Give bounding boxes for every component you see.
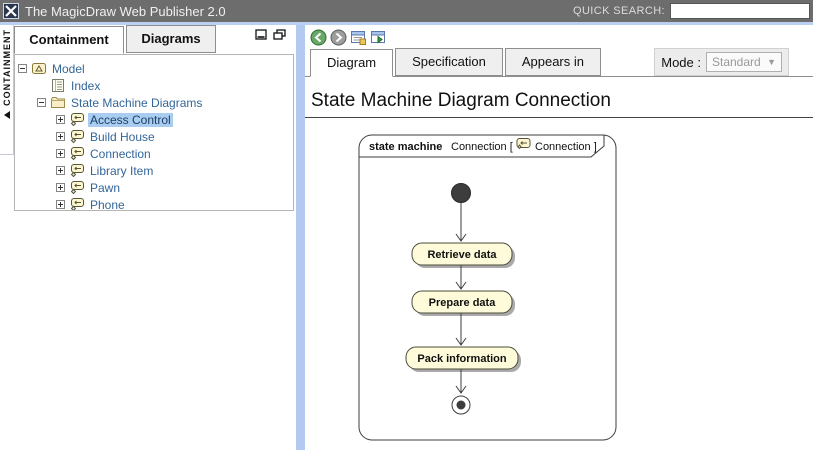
state-label: Pack information (417, 353, 507, 365)
tree-label[interactable]: State Machine Diagrams (71, 95, 203, 110)
state-machine-diagram-icon (70, 130, 84, 144)
expand-toggle-icon[interactable] (56, 149, 65, 158)
transition-arrow[interactable] (455, 265, 467, 290)
quick-search-label: QUICK SEARCH: (573, 5, 665, 17)
show-in-containment-tree-icon[interactable] (350, 29, 367, 46)
state-machine-diagram: state machine Connection [ Connection ] … (358, 134, 618, 441)
magicdraw-logo-icon (3, 3, 19, 19)
frame-keyword: state machine (369, 141, 442, 153)
containment-collapse-tab[interactable]: CONTAINMENT (0, 25, 14, 155)
state-machine-diagram-icon (70, 113, 84, 127)
forward-icon[interactable] (330, 29, 347, 46)
left-tab-bar: Containment Diagrams (14, 25, 296, 54)
collapse-toggle-icon[interactable] (37, 98, 46, 107)
state-machine-diagram-icon (70, 181, 84, 195)
tree-label[interactable]: Library Item (90, 163, 154, 178)
state-machine-diagram-icon (516, 138, 531, 150)
expand-toggle-icon[interactable] (56, 183, 65, 192)
title-bar: The MagicDraw Web Publisher 2.0 QUICK SE… (0, 0, 813, 22)
mode-value: Standard (712, 55, 761, 69)
state-label: Retrieve data (427, 249, 497, 261)
containment-tree: Model Index State Machine D (14, 54, 294, 211)
tab-containment[interactable]: Containment (14, 26, 124, 54)
state-node-pack-information[interactable]: Pack information (405, 346, 521, 372)
tree-label[interactable]: Pawn (90, 180, 121, 195)
mode-dropdown[interactable]: Standard ▼ (706, 52, 782, 72)
tab-appears-in[interactable]: Appears in (504, 48, 601, 76)
tree-item-pawn[interactable]: Pawn (15, 179, 293, 196)
transition-arrow[interactable] (455, 369, 467, 394)
state-label: Prepare data (429, 297, 497, 309)
tree-label[interactable]: Build House (90, 129, 155, 144)
tree-item-index[interactable]: Index (15, 77, 293, 94)
tree-label[interactable]: Index (71, 78, 101, 93)
tree-label[interactable]: Phone (90, 197, 125, 211)
tree-label[interactable]: Connection (90, 146, 151, 161)
transition-arrow[interactable] (455, 203, 467, 242)
expand-toggle-icon[interactable] (56, 200, 65, 209)
tree-label-selected[interactable]: Access Control (88, 112, 173, 127)
content-tab-bar: Diagram Specification Appears in Mode : … (305, 48, 813, 77)
state-machine-diagram-icon (70, 147, 84, 161)
expand-toggle-icon[interactable] (56, 132, 65, 141)
state-machine-diagram-icon (70, 164, 84, 178)
minimize-window-icon[interactable] (255, 29, 267, 40)
panel-divider[interactable] (296, 25, 305, 450)
content-panel: Diagram Specification Appears in Mode : … (305, 25, 813, 450)
tab-diagram[interactable]: Diagram (310, 49, 394, 77)
frame-header-border (359, 135, 605, 158)
containment-vertical-label: CONTAINMENT (1, 29, 12, 106)
tree-label[interactable]: Model (52, 61, 85, 76)
tree-item-build-house[interactable]: Build House (15, 128, 293, 145)
expand-toggle-icon[interactable] (56, 115, 65, 124)
chevron-down-icon: ▼ (767, 57, 776, 67)
folder-icon (51, 97, 65, 108)
state-machine-diagram-icon (70, 198, 84, 210)
cascade-windows-icon[interactable] (273, 29, 286, 40)
model-package-icon (32, 63, 46, 74)
back-icon[interactable] (310, 29, 327, 46)
initial-state-node[interactable] (451, 183, 471, 203)
tree-item-phone[interactable]: Phone (15, 196, 293, 211)
tree-item-access-control[interactable]: Access Control (15, 111, 293, 128)
mode-label: Mode : (661, 54, 701, 70)
collapse-arrow-icon (3, 110, 10, 119)
diagram-frame (358, 134, 617, 441)
tab-diagrams[interactable]: Diagrams (126, 25, 216, 53)
final-state-node[interactable] (451, 395, 471, 415)
tree-item-library-item[interactable]: Library Item (15, 162, 293, 179)
quick-search-input[interactable] (670, 3, 810, 19)
tree-item-connection[interactable]: Connection (15, 145, 293, 162)
transition-arrow[interactable] (455, 313, 467, 346)
collapse-toggle-icon[interactable] (18, 64, 27, 73)
tree-item-model[interactable]: Model (15, 60, 293, 77)
titlebar-accent-line (0, 22, 813, 25)
frame-name-left: Connection [ (451, 141, 513, 153)
containment-panel: Containment Diagrams Model (14, 25, 296, 450)
mode-control: Mode : Standard ▼ (654, 48, 789, 76)
tree-item-state-machine-diagrams[interactable]: State Machine Diagrams (15, 94, 293, 111)
toggle-spacer (37, 81, 46, 90)
state-node-retrieve-data[interactable]: Retrieve data (411, 242, 515, 268)
state-node-prepare-data[interactable]: Prepare data (411, 290, 515, 316)
navigation-toolbar (305, 25, 813, 48)
page-title: State Machine Diagram Connection (311, 90, 611, 111)
heading-divider (305, 117, 813, 118)
frame-name-right: Connection ] (535, 141, 597, 153)
app-title: The MagicDraw Web Publisher 2.0 (25, 3, 226, 19)
open-in-new-window-icon[interactable] (370, 29, 387, 46)
expand-toggle-icon[interactable] (56, 166, 65, 175)
tab-specification[interactable]: Specification (395, 48, 503, 76)
index-document-icon (52, 79, 64, 92)
